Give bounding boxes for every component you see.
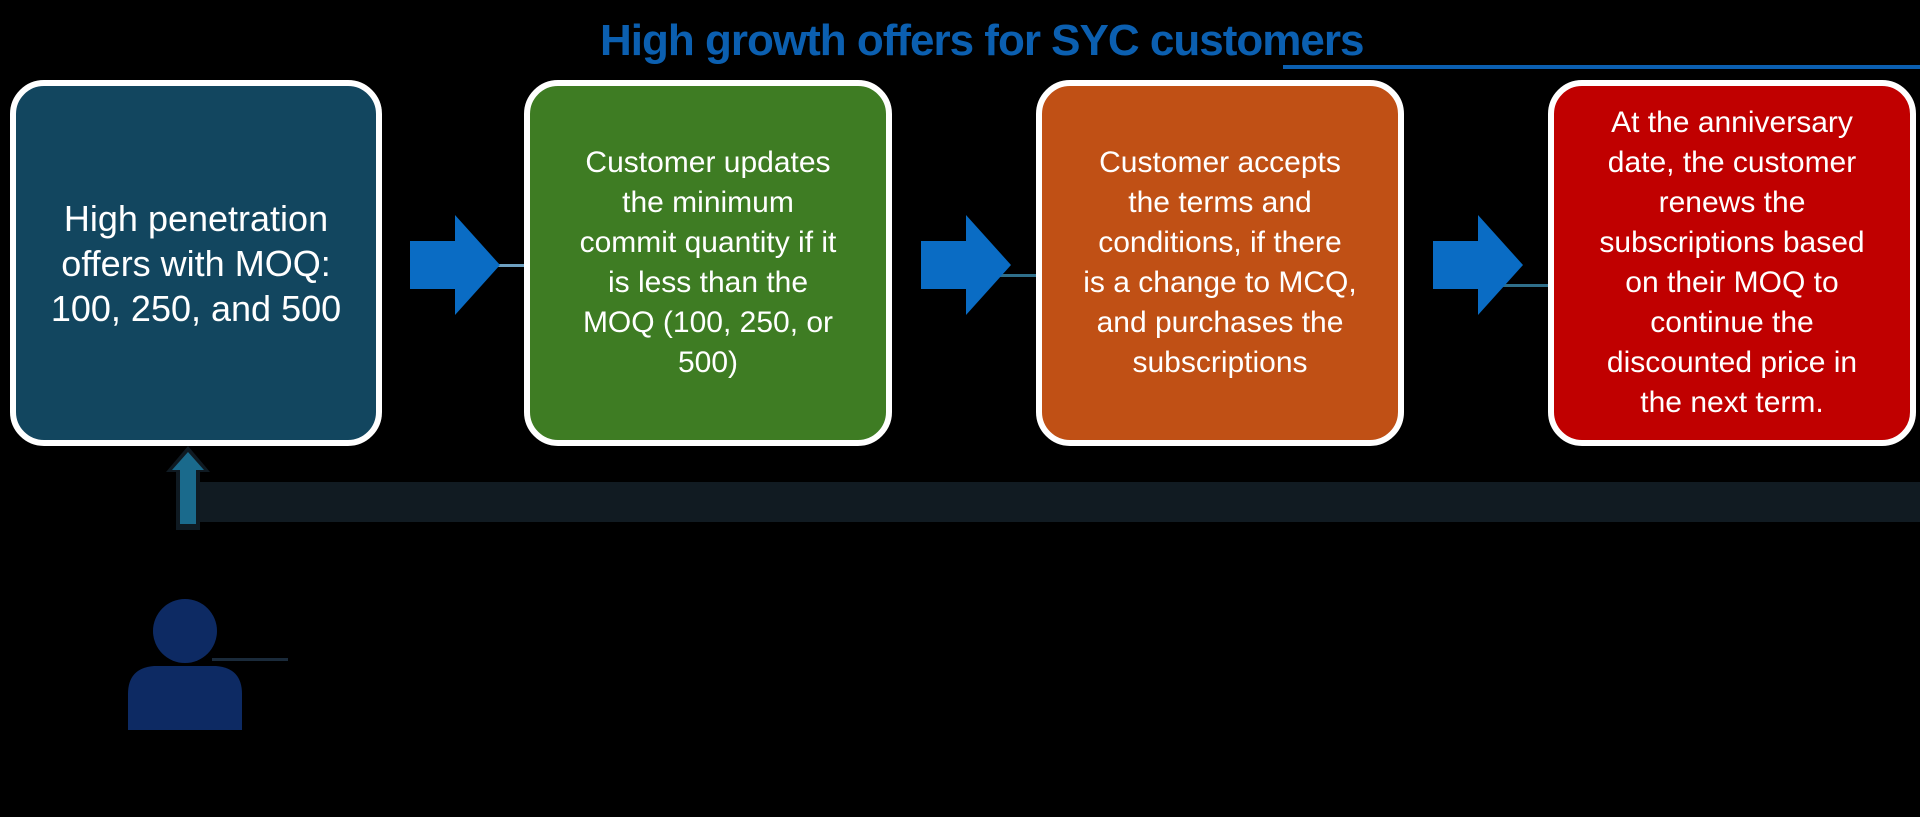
step-line: conditions, if there (1098, 226, 1342, 259)
step-line: and purchases the (1096, 306, 1344, 339)
step-line: Customer accepts (1099, 146, 1341, 179)
connector-line (990, 274, 1040, 277)
right-arrow-icon (921, 215, 1011, 315)
step-line: MOQ (100, 250, or (582, 306, 834, 339)
step-line: discounted price in (1606, 346, 1858, 379)
step-line: the terms and (1128, 186, 1312, 219)
step-box-moq-offers: High penetration offers with MOQ: 100, 2… (10, 80, 382, 446)
person-pointer-line (212, 658, 288, 661)
step-box-accept-terms: Customer accepts the terms and condition… (1036, 80, 1404, 446)
step-box-update-commit: Customer updates the minimum commit quan… (524, 80, 892, 446)
step-text: Customer accepts the terms and condition… (1083, 143, 1356, 383)
step-line: 100, 250, and 500 (50, 287, 342, 329)
step-line: At the anniversary (1611, 106, 1853, 139)
step-text: At the anniversary date, the customer re… (1599, 103, 1864, 423)
step-line: High penetration (63, 197, 329, 239)
step-line: Customer updates (585, 146, 831, 179)
up-arrow-icon (166, 446, 210, 530)
step-line: on their MOQ to (1625, 266, 1839, 299)
step-line: commit quantity if it (579, 226, 837, 259)
connector-line (1500, 284, 1550, 287)
title-underline (1283, 65, 1920, 69)
step-text: Customer updates the minimum commit quan… (580, 143, 837, 383)
step-line: renews the (1658, 186, 1806, 219)
right-arrow-icon (1433, 215, 1523, 315)
step-line: 500) (677, 346, 739, 379)
step-line: the minimum (622, 186, 794, 219)
step-line: offers with MOQ: (61, 242, 331, 284)
step-line: the next term. (1640, 386, 1824, 419)
connector-line (480, 264, 530, 267)
right-arrow-icon (410, 215, 500, 315)
step-line: continue the (1650, 306, 1814, 339)
step-box-renew-subscriptions: At the anniversary date, the customer re… (1548, 80, 1916, 446)
step-text: High penetration offers with MOQ: 100, 2… (51, 196, 341, 331)
person-icon (128, 599, 242, 730)
step-line: subscriptions (1132, 346, 1308, 379)
diagram-title: High growth offers for SYC customers (600, 16, 1364, 65)
step-line: date, the customer (1607, 146, 1857, 179)
feedback-loop-bar (200, 482, 1920, 522)
step-line: subscriptions based (1599, 226, 1865, 259)
step-line: is less than the (607, 266, 809, 299)
step-line: is a change to MCQ, (1083, 266, 1357, 299)
